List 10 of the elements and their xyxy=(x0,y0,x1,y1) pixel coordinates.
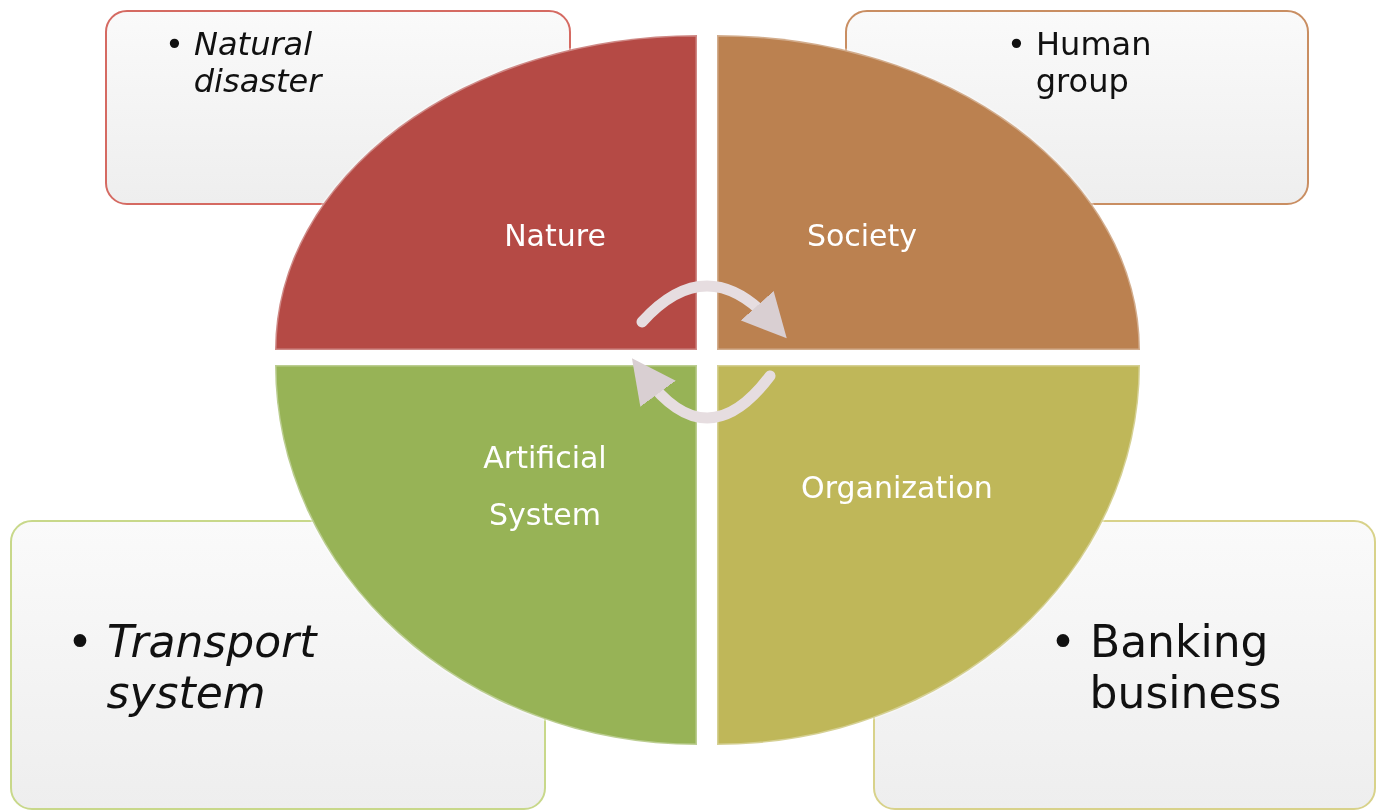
bullet-text: • Transport system xyxy=(67,617,319,719)
segment-label: Society xyxy=(805,217,919,255)
segment-label: Nature xyxy=(503,217,607,255)
bullet-text: • Human group xyxy=(1007,26,1153,100)
bullet-text: • Banking business xyxy=(1050,617,1283,719)
curved-arrow xyxy=(636,280,788,338)
segment-label: Artificial System xyxy=(482,439,608,534)
bullet-text: • Natural disaster xyxy=(165,26,324,100)
curved-arrow xyxy=(631,358,776,424)
segment-label: Organization xyxy=(800,469,994,507)
